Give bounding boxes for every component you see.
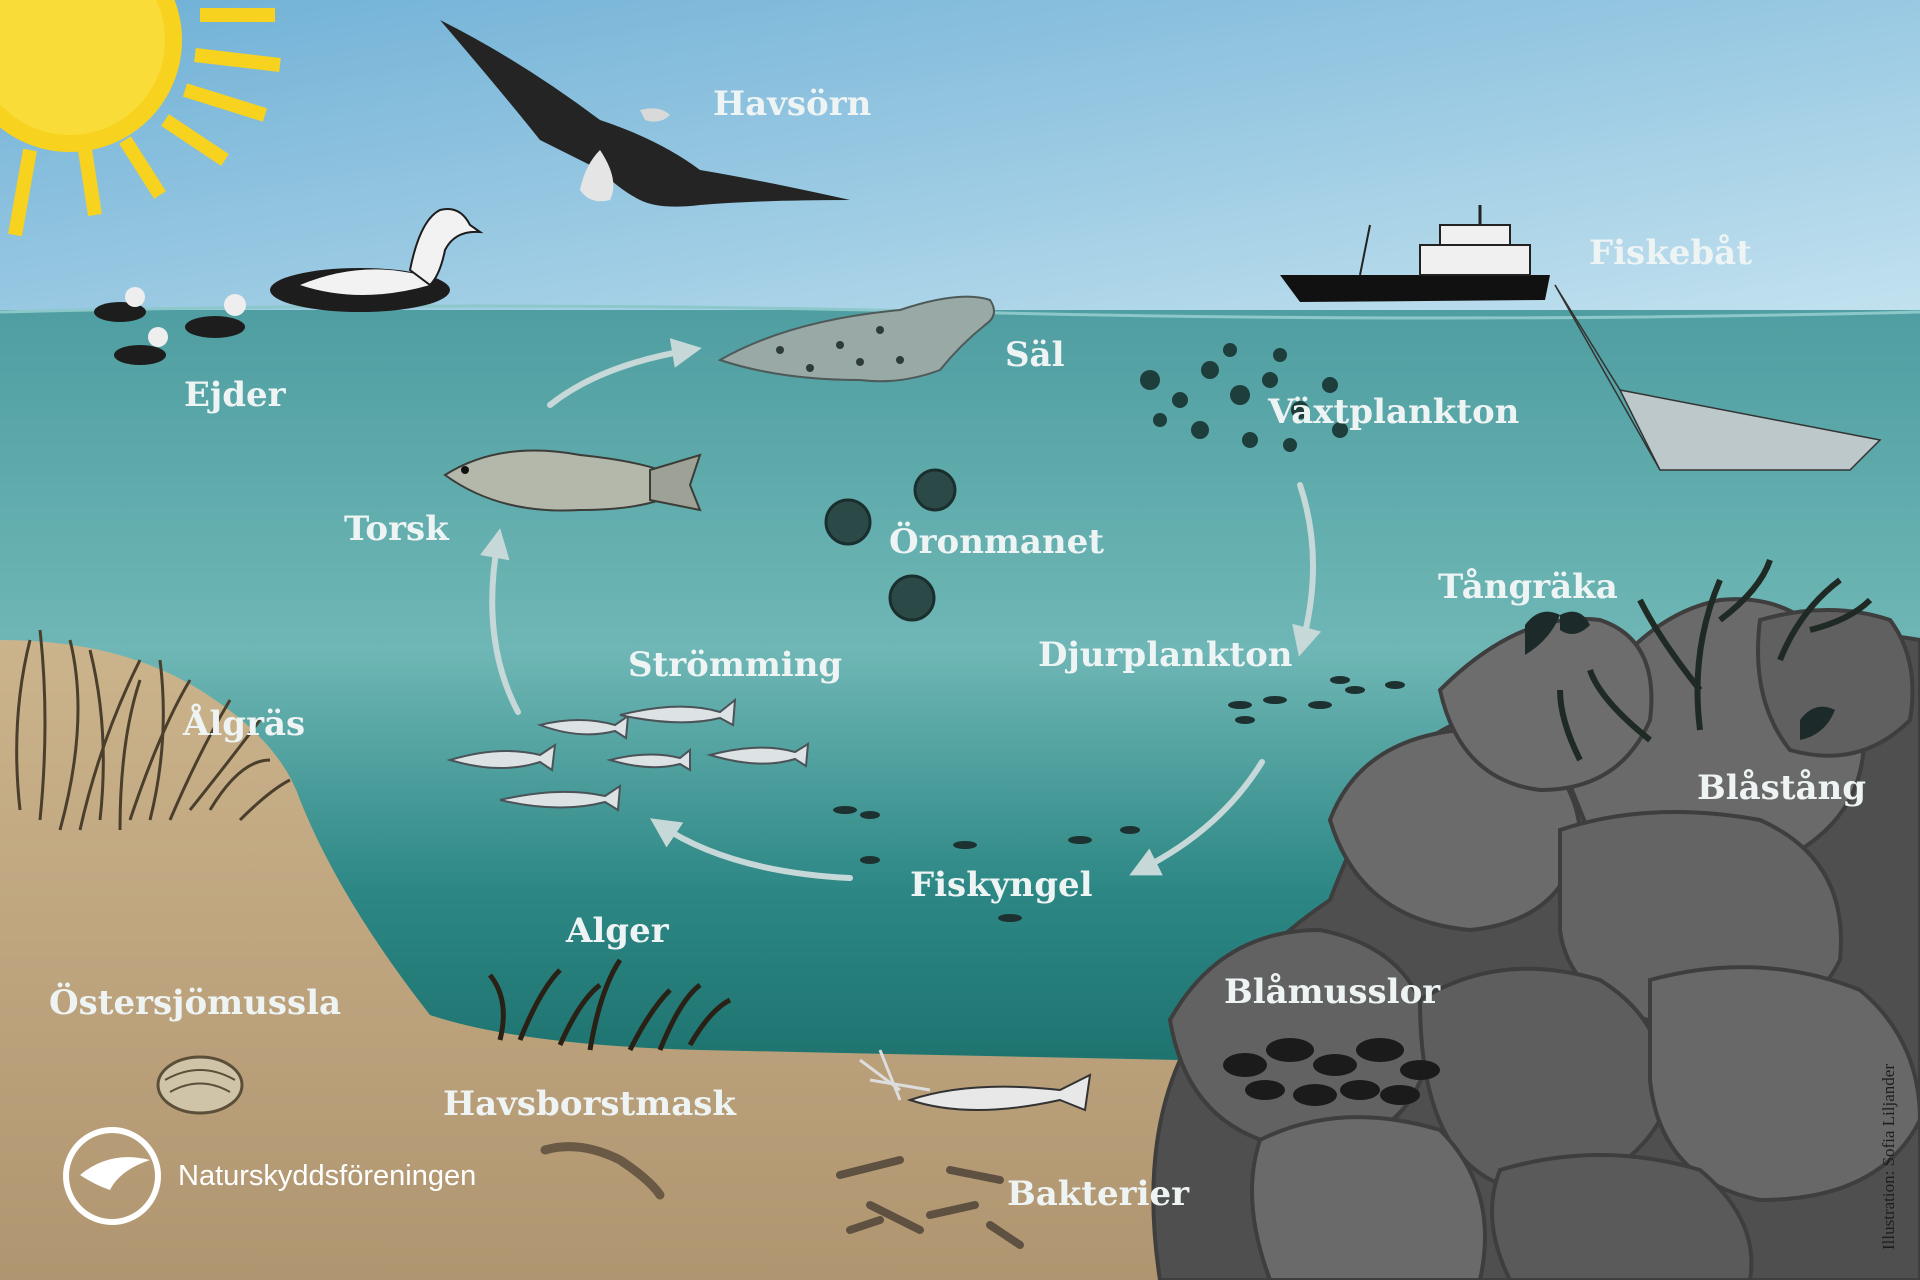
label-tangraka: Tångräka: [1438, 567, 1618, 607]
arrow-stromming-to-torsk: [480, 528, 521, 715]
white-tailed-eagle-illustration: [440, 20, 850, 207]
cod-illustration: [443, 449, 702, 512]
shrimp-illustration: [1525, 611, 1835, 740]
eider-ducks-illustration: [94, 208, 484, 365]
label-ejder: Ejder: [184, 375, 286, 415]
brand-name: Naturskyddsföreningen: [178, 1160, 477, 1192]
dead-herring-illustration: [859, 1049, 1092, 1112]
label-stromming: Strömming: [628, 645, 843, 685]
food-web-arrows: [480, 338, 1322, 881]
label-oronmanet: Öronmanet: [889, 522, 1104, 562]
label-blastang: Blåstång: [1697, 768, 1867, 808]
label-havsborstmask: Havsborstmask: [443, 1084, 736, 1124]
sky: [0, 0, 1920, 320]
naturskyddsforeningen-logo-icon: [63, 1127, 161, 1225]
rocky-seabed: [1151, 597, 1920, 1280]
label-blamusslor: Blåmusslor: [1224, 972, 1441, 1012]
label-alger: Alger: [566, 911, 669, 951]
bladderwrack-illustration: [1557, 558, 1873, 762]
sun-icon: [0, 0, 281, 237]
label-ostersjomussla: Östersjömussla: [49, 983, 342, 1023]
polychaete-worm-illustration: [540, 1142, 665, 1200]
fishing-boat-illustration: [1280, 205, 1882, 471]
baltic-clam-illustration: [156, 1055, 244, 1115]
arrow-vaxtplankton-to-djurplankton: [1292, 482, 1322, 657]
herring-school-illustration: [446, 697, 810, 812]
arrow-djurplankton-to-fiskyngel: [1129, 759, 1265, 876]
label-sal: Säl: [1005, 335, 1065, 375]
zooplankton-illustration: [1228, 676, 1405, 724]
label-fiskyngel: Fiskyngel: [910, 865, 1093, 905]
bacteria-illustration: [836, 1156, 1024, 1249]
seal-illustration: [717, 295, 995, 383]
label-havsorn: Havsörn: [713, 84, 872, 124]
label-vaxtplankton: Växtplankton: [1268, 392, 1520, 432]
illustration-credit: Illustration: Sofia Liljander: [1879, 1063, 1898, 1250]
phytoplankton-illustration: [1140, 343, 1348, 452]
sandy-seafloor: [0, 640, 1280, 1280]
eelgrass-illustration: [15, 629, 291, 831]
arrow-torsk-to-sal: [547, 338, 702, 408]
algae-illustration: [488, 958, 732, 1052]
label-djurplankton: Djurplankton: [1038, 635, 1293, 675]
moon-jellyfish-illustration: [824, 468, 957, 622]
label-torsk: Torsk: [344, 509, 449, 549]
label-bakterier: Bakterier: [1007, 1174, 1190, 1214]
label-algras: Ålgräs: [183, 704, 306, 744]
blue-mussels-illustration: [1223, 1038, 1440, 1106]
fish-larvae-illustration: [833, 806, 1140, 922]
label-fiskebat: Fiskebåt: [1589, 233, 1752, 273]
arrow-fiskyngel-to-stromming: [650, 818, 853, 881]
